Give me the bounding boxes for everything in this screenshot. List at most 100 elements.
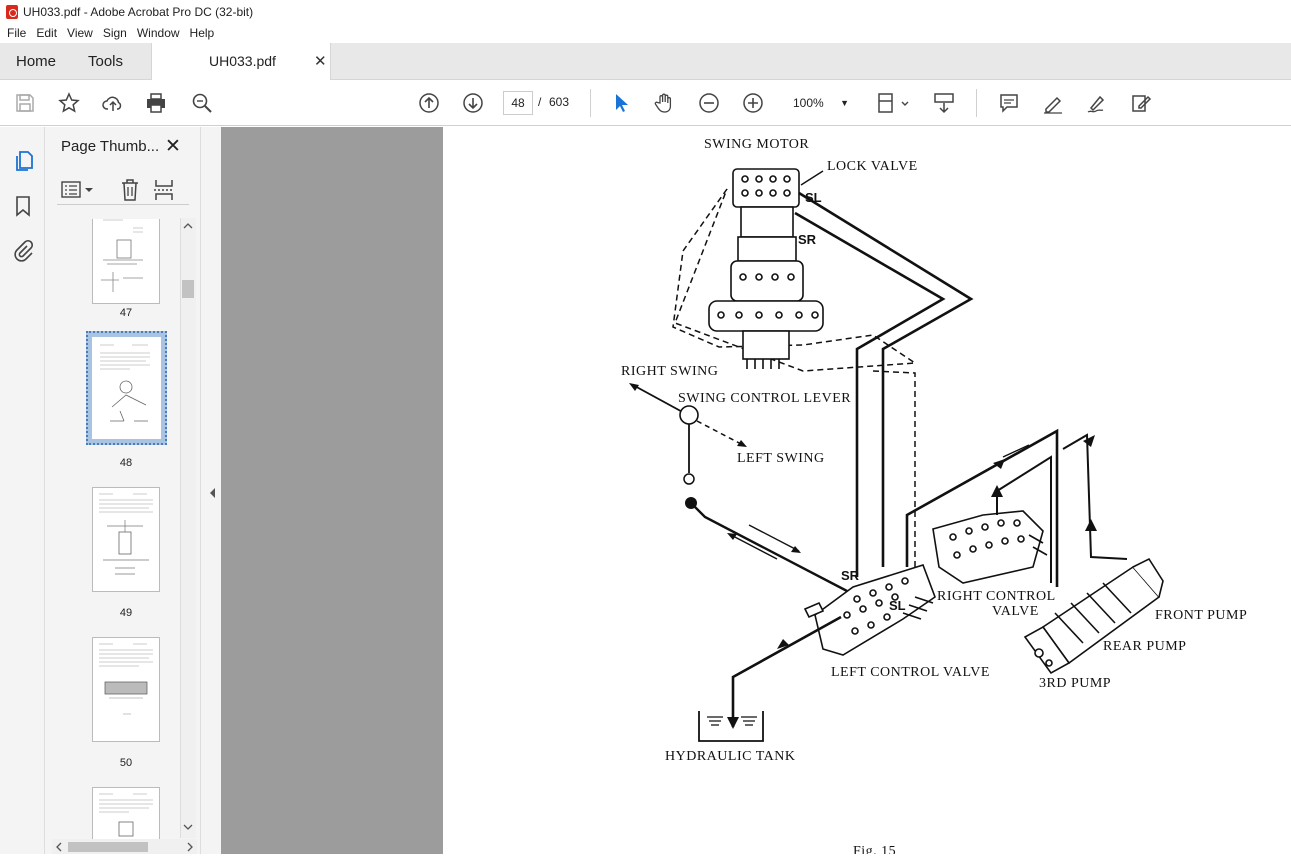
menu-sign[interactable]: Sign	[102, 26, 127, 40]
next-page-icon[interactable]	[461, 91, 485, 115]
tank-return-arrowhead	[777, 639, 789, 649]
page-thumbnails-icon[interactable]	[11, 149, 35, 173]
document-background	[221, 127, 443, 854]
tab-document[interactable]: UH033.pdf ✕	[151, 43, 331, 80]
fit-page-icon[interactable]	[875, 91, 911, 115]
page-separator: /	[538, 95, 542, 109]
highlight-pen-icon[interactable]	[1041, 91, 1065, 115]
right-swing-arrow	[632, 384, 689, 416]
insert-pages-icon[interactable]	[153, 178, 177, 202]
select-cursor-icon[interactable]	[609, 91, 633, 115]
thumbnail-scrollbar-vertical[interactable]	[180, 218, 196, 838]
menu-help[interactable]: Help	[189, 26, 215, 40]
window-titlebar: UH033.pdf - Adobe Acrobat Pro DC (32-bit…	[0, 0, 1291, 23]
page-thumbnail[interactable]	[92, 219, 160, 304]
tab-tools[interactable]: Tools	[88, 53, 124, 70]
thumbnail-label: 48	[119, 457, 133, 469]
zoom-search-icon[interactable]	[190, 91, 214, 115]
motion-arrowhead-down	[791, 546, 801, 553]
flow-arrowhead-1	[993, 459, 1005, 469]
page-thumbnail[interactable]	[92, 637, 160, 742]
tank-fluid-level-marks	[707, 716, 757, 726]
comment-icon[interactable]	[997, 91, 1021, 115]
tab-home[interactable]: Home	[16, 53, 57, 70]
page-thumbnail[interactable]	[92, 487, 160, 592]
thumbnail-page	[92, 337, 161, 439]
lever-pivot	[683, 473, 695, 485]
window-title: UH033.pdf - Adobe Acrobat Pro DC (32-bit…	[23, 4, 254, 19]
zoom-out-icon[interactable]	[697, 91, 721, 115]
hand-pan-icon[interactable]	[653, 91, 677, 115]
previous-page-icon[interactable]	[417, 91, 441, 115]
thumbnail-label: 49	[119, 607, 133, 619]
swing-motor-drawing	[708, 168, 824, 369]
panel-title: Page Thumb...	[61, 138, 160, 155]
hydraulic-tank-drawing	[698, 711, 764, 742]
zoom-level-dropdown[interactable]: 100% ▼	[785, 91, 855, 115]
page-number-input[interactable]: 48	[503, 91, 533, 115]
swing-lever-knob	[679, 405, 699, 425]
left-swing-arrowhead	[737, 440, 747, 447]
trash-icon[interactable]	[119, 178, 141, 202]
draw-sign-icon[interactable]	[1085, 91, 1109, 115]
thumbnail-toolbar	[57, 177, 189, 205]
upload-cloud-icon[interactable]	[101, 91, 125, 115]
toolbar-divider	[590, 89, 591, 117]
motion-arrowhead-up	[727, 533, 737, 540]
pdf-page: SWING MOTOR LOCK VALVE SL SR RIGHT SWING…	[443, 127, 1291, 854]
main-toolbar: 48 / 603 100% ▼	[0, 80, 1291, 126]
save-icon[interactable]	[13, 91, 37, 115]
label-3rd-pump: 3RD PUMP	[1039, 676, 1111, 691]
menu-bar: File Edit View Sign Window Help	[0, 23, 1291, 43]
front-pump-arrowhead-top	[1083, 435, 1095, 447]
menu-view[interactable]: View	[67, 26, 93, 40]
label-lock-valve: LOCK VALVE	[827, 159, 918, 174]
menu-window[interactable]: Window	[136, 26, 180, 40]
acrobat-pdf-icon	[6, 4, 18, 19]
pump-assembly-drawing	[1023, 557, 1164, 675]
page-total: 603	[549, 95, 570, 109]
front-pump-arrowhead-up	[1085, 519, 1097, 531]
chevron-down-icon: ▼	[840, 98, 849, 108]
label-rear-pump: REAR PUMP	[1103, 639, 1186, 654]
tab-bar: Home Tools UH033.pdf ✕	[0, 43, 1291, 80]
label-swing-motor: SWING MOTOR	[704, 137, 809, 152]
label-right-control-valve: RIGHT CONTROL	[937, 589, 1056, 604]
page-thumbnails-panel: Page Thumb... ✕ 47 48 49 50	[45, 127, 200, 854]
label-right-swing: RIGHT SWING	[621, 364, 718, 379]
panel-collapse-handle[interactable]	[200, 127, 221, 854]
right-swing-arrowhead	[629, 383, 639, 391]
thumbnail-options-icon[interactable]	[61, 180, 95, 200]
page-thumbnail-selected[interactable]	[86, 331, 167, 445]
thumbnail-scrollbar-horizontal[interactable]	[52, 839, 197, 854]
label-left-control-valve: LEFT CONTROL VALVE	[831, 665, 990, 680]
tab-document-label: UH033.pdf	[209, 53, 276, 69]
bookmark-icon[interactable]	[11, 194, 35, 218]
zoom-in-icon[interactable]	[741, 91, 765, 115]
pilot-dashed-line	[872, 370, 916, 567]
thumbnail-label: 47	[119, 307, 133, 319]
page-thumbnail[interactable]	[92, 787, 160, 839]
label-hydraulic-tank: HYDRAULIC TANK	[665, 749, 795, 764]
swing-motor-dashed-outline	[672, 188, 918, 372]
thumbnail-list: 47 48 49 50	[45, 219, 180, 839]
menu-edit[interactable]: Edit	[36, 26, 58, 40]
left-control-valve-drawing	[803, 564, 936, 656]
tab-close-icon[interactable]: ✕	[314, 53, 327, 70]
figure-caption: Fig. 15	[853, 844, 896, 854]
lock-valve-leader	[800, 170, 824, 186]
menu-file[interactable]: File	[7, 26, 27, 40]
edit-pdf-icon[interactable]	[1129, 91, 1153, 115]
scroll-mode-icon[interactable]	[932, 91, 956, 115]
print-icon[interactable]	[144, 91, 168, 115]
label-sr-top: SR	[798, 232, 817, 247]
label-front-pump: FRONT PUMP	[1155, 608, 1247, 623]
label-sl-bottom: SL	[889, 598, 906, 613]
close-icon[interactable]: ✕	[165, 136, 181, 157]
attachment-paperclip-icon[interactable]	[11, 239, 35, 263]
label-right-control-valve-2: VALVE	[992, 604, 1039, 619]
sr-hose-line	[794, 211, 946, 577]
label-sl-top: SL	[805, 190, 822, 205]
right-control-valve-drawing	[932, 510, 1048, 584]
star-icon[interactable]	[57, 91, 81, 115]
